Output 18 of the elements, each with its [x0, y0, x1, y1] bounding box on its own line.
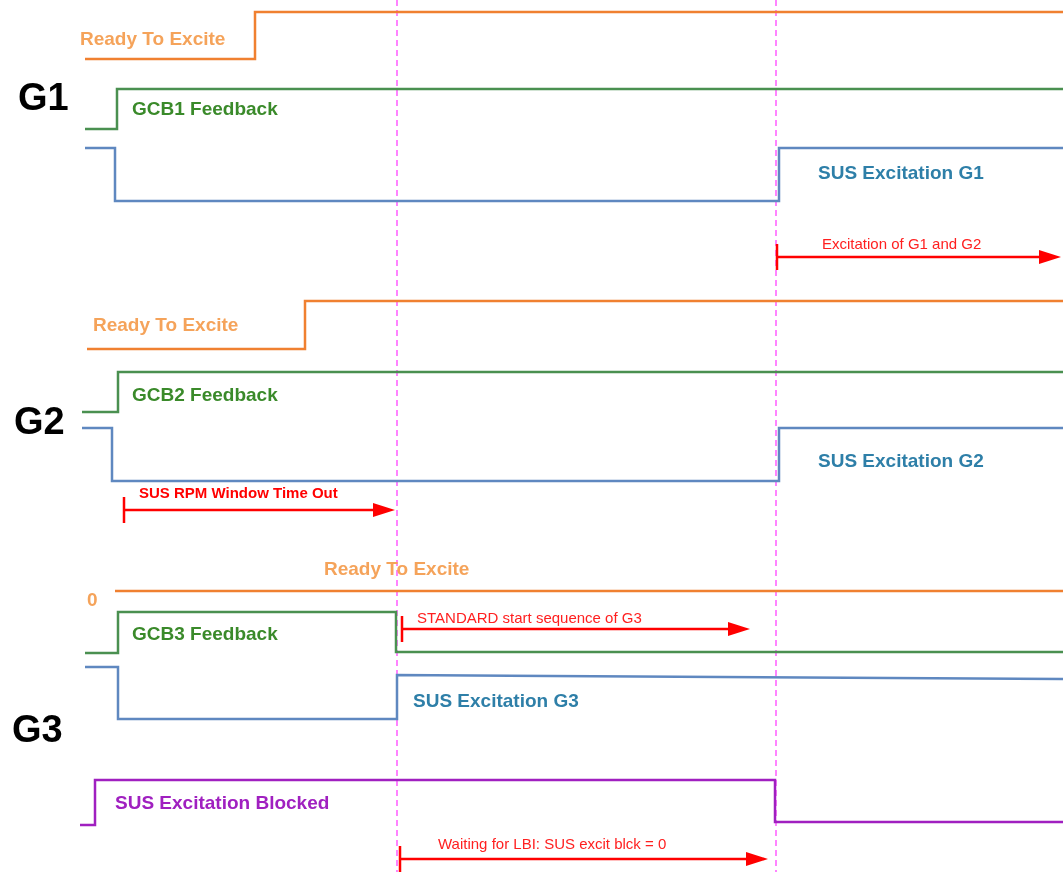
signal-label: Ready To Excite [80, 29, 226, 48]
generator-label: G3 [12, 710, 63, 748]
duration-label: SUS RPM Window Time Out [139, 485, 338, 500]
signal-label: SUS Excitation G3 [413, 691, 579, 710]
signal-label: GCB3 Feedback [132, 624, 278, 643]
generator-label: G2 [14, 402, 65, 440]
signal-label: GCB2 Feedback [132, 385, 278, 404]
signal-label: Ready To Excite [324, 559, 470, 578]
signal-label: SUS Excitation Blocked [115, 793, 330, 812]
duration-label: Excitation of G1 and G2 [822, 236, 982, 251]
signal-label: SUS Excitation G1 [818, 163, 984, 182]
signal-label: Ready To Excite [93, 315, 239, 334]
generator-label: G1 [18, 78, 69, 116]
signal-label: GCB1 Feedback [132, 99, 278, 118]
signal-label: SUS Excitation G2 [818, 451, 984, 470]
signal-label: 0 [87, 590, 98, 609]
duration-label: Waiting for LBI: SUS excit blck = 0 [438, 836, 667, 851]
duration-label: STANDARD start sequence of G3 [417, 610, 642, 625]
